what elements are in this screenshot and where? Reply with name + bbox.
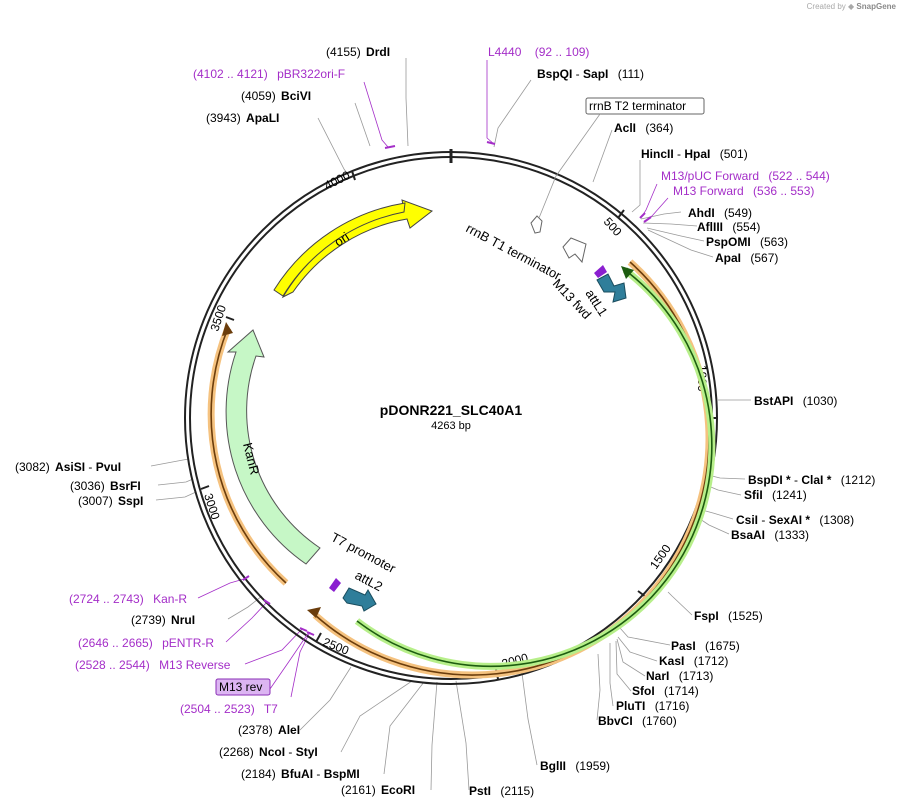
enzyme-sfoi[interactable]: SfoI (1714): [632, 684, 699, 698]
enzyme-alei[interactable]: (2378) AleI: [238, 723, 300, 737]
orf-arrowhead-left: [222, 322, 233, 336]
enzyme-bstapi[interactable]: BstAPI (1030): [754, 394, 837, 408]
attl1-feature[interactable]: [596, 273, 627, 303]
primer-ticks: [242, 141, 652, 636]
m13-rev-connector: [269, 631, 310, 690]
plasmid-length: 4263 bp: [431, 420, 471, 432]
ori-feature[interactable]: [281, 199, 434, 299]
tick-label-500: 500: [601, 215, 625, 239]
attl2-label: attL2: [353, 567, 386, 594]
enzyme-bbvci[interactable]: BbvCI (1760): [598, 714, 677, 728]
primer-pentr-r[interactable]: (2646 .. 2665) pENTR-R: [78, 636, 214, 650]
enzyme-aflii[interactable]: AflIII (554): [697, 220, 760, 234]
enzyme-pspomi[interactable]: PspOMI (563): [706, 235, 788, 249]
snapgene-logo-icon: ◆: [848, 2, 855, 11]
kanr-feature[interactable]: [225, 329, 321, 565]
primer-kan-r[interactable]: (2724 .. 2743) Kan-R: [69, 592, 187, 606]
primer-l4440[interactable]: L4440 (92 .. 109): [488, 45, 589, 59]
enzyme-bspdi-clai[interactable]: BspDI * - ClaI * (1212): [748, 473, 875, 487]
rrnb-t1-marker[interactable]: [562, 237, 587, 264]
enzyme-fspi[interactable]: FspI (1525): [694, 609, 763, 623]
m13-rev-label: M13 rev: [219, 680, 262, 694]
enzyme-apali[interactable]: (3943) ApaLI: [206, 111, 279, 125]
enzyme-ecori[interactable]: (2161) EcoRI: [341, 783, 415, 797]
enzyme-ncoi-styi[interactable]: (2268) NcoI - StyI: [219, 745, 318, 759]
insert-arrowhead: [621, 266, 634, 279]
orf-line-left: [210, 327, 287, 584]
m13-rev-box[interactable]: [215, 678, 271, 696]
enzyme-acli[interactable]: AclI (364): [614, 121, 673, 135]
rrnb-t2-box[interactable]: [585, 97, 705, 115]
orf-highlight-right: [312, 259, 713, 679]
enzyme-ahdi[interactable]: AhdI (549): [688, 206, 752, 220]
backbone-inner-circle: [189, 156, 713, 680]
enzyme-bcivi[interactable]: (4059) BciVI: [241, 89, 311, 103]
credit-prefix: Created by: [806, 2, 846, 11]
enzyme-pasi[interactable]: PasI (1675): [671, 639, 740, 653]
enzyme-drdi[interactable]: (4155) DrdI: [326, 45, 390, 59]
enzyme-apai[interactable]: ApaI (567): [715, 251, 778, 265]
primer-t7[interactable]: (2504 .. 2523) T7: [180, 702, 278, 716]
enzyme-psti[interactable]: PstI (2115): [469, 784, 534, 798]
enzyme-sfii[interactable]: SfiI (1241): [744, 488, 807, 502]
primer-m13-forward[interactable]: M13 Forward (536 .. 553): [673, 184, 814, 198]
rrnb-t2-connector: [538, 113, 601, 219]
enzyme-sspi[interactable]: (3007) SspI: [78, 494, 143, 508]
insert-line: [356, 269, 713, 668]
plasmid-name: pDONR221_SLC40A1: [380, 402, 523, 418]
enzyme-bspqi-sapi[interactable]: BspQI - SapI (111): [537, 67, 644, 81]
primer-m13-puc-forward[interactable]: M13/pUC Forward (522 .. 544): [661, 169, 830, 183]
primer-m13-reverse[interactable]: (2528 .. 2544) M13 Reverse: [75, 658, 231, 672]
primer-connectors: [197, 60, 669, 698]
enzyme-asisi-pvui[interactable]: (3082) AsiSI - PvuI: [15, 460, 121, 474]
primer-pbr322ori-f[interactable]: (4102 .. 4121) pBR322ori-F: [193, 67, 345, 81]
attl2-feature[interactable]: [342, 587, 377, 612]
enzyme-kasi[interactable]: KasI (1712): [659, 654, 728, 668]
ori-label: ori: [331, 229, 351, 250]
credit-brand: SnapGene: [856, 2, 896, 11]
insert-highlight: [354, 267, 716, 670]
m13-fwd-marker[interactable]: [594, 265, 607, 278]
enzyme-csii-sexai[interactable]: CsiI - SexAI * (1308): [736, 513, 854, 527]
rrnb-t2-marker[interactable]: [530, 215, 543, 234]
t7-promoter-marker[interactable]: [329, 578, 341, 592]
enzyme-nari[interactable]: NarI (1713): [646, 669, 713, 683]
enzyme-nrui[interactable]: (2739) NruI: [131, 613, 195, 627]
rrnb-t2-label: rrnB T2 terminator: [589, 99, 686, 113]
enzyme-bsaai[interactable]: BsaAI (1333): [731, 528, 809, 542]
ori-feature-body: [273, 202, 406, 297]
rrnb-t1-label: rrnB T1 terminator: [464, 220, 565, 283]
enzyme-bsrfi[interactable]: (3036) BsrFI: [70, 479, 141, 493]
enzyme-hincii-hpai[interactable]: HincII - HpaI (501): [641, 147, 748, 161]
tick-label-4000: 4000: [322, 168, 352, 193]
enzyme-bfuai-bspmi[interactable]: (2184) BfuAI - BspMI: [241, 767, 360, 781]
enzyme-pluti[interactable]: PluTI (1716): [616, 699, 689, 713]
enzyme-bglii[interactable]: BglII (1959): [540, 759, 610, 773]
orf-line-right: [314, 261, 710, 676]
orf-arrowhead-right: [307, 607, 321, 618]
snapgene-credit: Created by ◆ SnapGene: [807, 2, 896, 11]
